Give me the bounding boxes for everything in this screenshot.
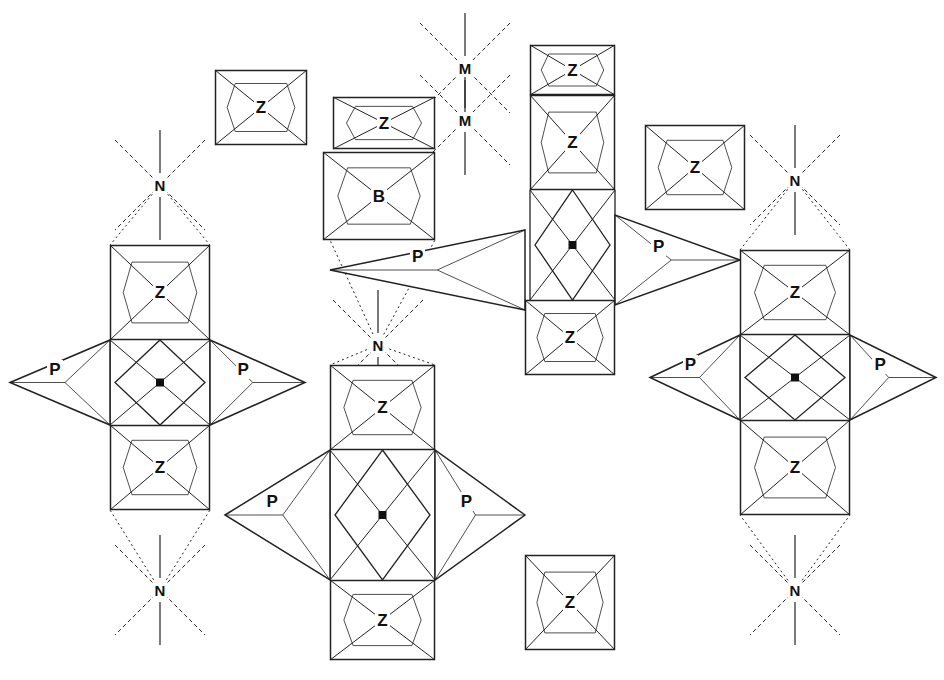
polyhedron-outline: [225, 450, 330, 580]
tetrahedron: P: [615, 215, 740, 305]
octahedron: Z: [740, 420, 850, 515]
site-cross: [740, 125, 850, 250]
site-label: N: [153, 177, 168, 194]
site-cross: [110, 510, 210, 645]
octahedron: Z: [645, 125, 745, 210]
polyhedron-label: P: [459, 492, 474, 511]
octahedron: B: [323, 152, 435, 240]
site-label: N: [788, 582, 803, 599]
octahedron: Z: [333, 97, 435, 149]
polyhedron-label: Z: [377, 114, 391, 133]
polyhedron-outline: [435, 450, 525, 580]
site-cross: [740, 515, 850, 645]
polyhedron-outline: [10, 340, 110, 425]
site-label: M: [457, 60, 474, 77]
polyhedron-label: P: [683, 355, 698, 374]
tetrahedron-symbol: [330, 450, 435, 580]
tetrahedron: P: [850, 335, 936, 420]
site-cross: [110, 130, 210, 245]
polyhedron-label: Z: [563, 593, 577, 612]
polyhedron-label: Z: [565, 61, 579, 80]
octahedron: Z: [215, 70, 307, 145]
polyhedron-label: P: [265, 492, 280, 511]
polyhedron-label: P: [651, 237, 666, 256]
tetrahedron-symbol: [530, 190, 615, 300]
polyhedron-label: Z: [375, 398, 389, 417]
polyhedron-label: Z: [153, 458, 167, 477]
polyhedron-outline: [330, 230, 525, 310]
polyhedron-label: Z: [563, 328, 577, 347]
octahedron: Z: [110, 245, 210, 340]
polyhedron-label: Z: [153, 283, 167, 302]
tetrahedron: P: [210, 340, 305, 425]
tetrahedron-symbol: [110, 340, 210, 425]
site-label: N: [788, 172, 803, 189]
octahedron: Z: [530, 95, 615, 190]
polyhedron-label: Z: [375, 611, 389, 630]
polyhedron-label: Z: [688, 158, 702, 177]
polyhedron-label: Z: [565, 133, 579, 152]
octahedron: Z: [330, 365, 435, 450]
tetrahedron: P: [225, 450, 330, 580]
polyhedron-label: Z: [788, 458, 802, 477]
polyhedron-label: Z: [254, 98, 268, 117]
site-label: N: [371, 337, 386, 354]
polyhedron-outline: [850, 335, 936, 420]
polyhedron-outline: [615, 215, 740, 305]
tetrahedron: P: [10, 340, 110, 425]
polyhedron-label: B: [371, 187, 387, 206]
polyhedron-label: P: [236, 360, 251, 379]
octahedron: Z: [740, 250, 850, 335]
polyhedron-label: P: [47, 360, 62, 379]
octahedron: Z: [530, 45, 615, 95]
tetrahedron-symbol: [740, 335, 850, 420]
octahedron: Z: [330, 580, 435, 660]
polyhedron-outline: [650, 335, 740, 420]
octahedron: Z: [525, 300, 615, 375]
octahedron: Z: [110, 425, 210, 510]
site-label: M: [457, 112, 474, 129]
site-label: N: [153, 582, 168, 599]
tetrahedron: P: [650, 335, 740, 420]
tetrahedron: P: [330, 230, 525, 310]
tetrahedron: P: [435, 450, 525, 580]
octahedron: Z: [525, 555, 615, 650]
polyhedron-label: Z: [788, 283, 802, 302]
polyhedron-label: P: [872, 355, 887, 374]
polyhedron-outline: [210, 340, 305, 425]
polyhedron-label: P: [410, 247, 425, 266]
